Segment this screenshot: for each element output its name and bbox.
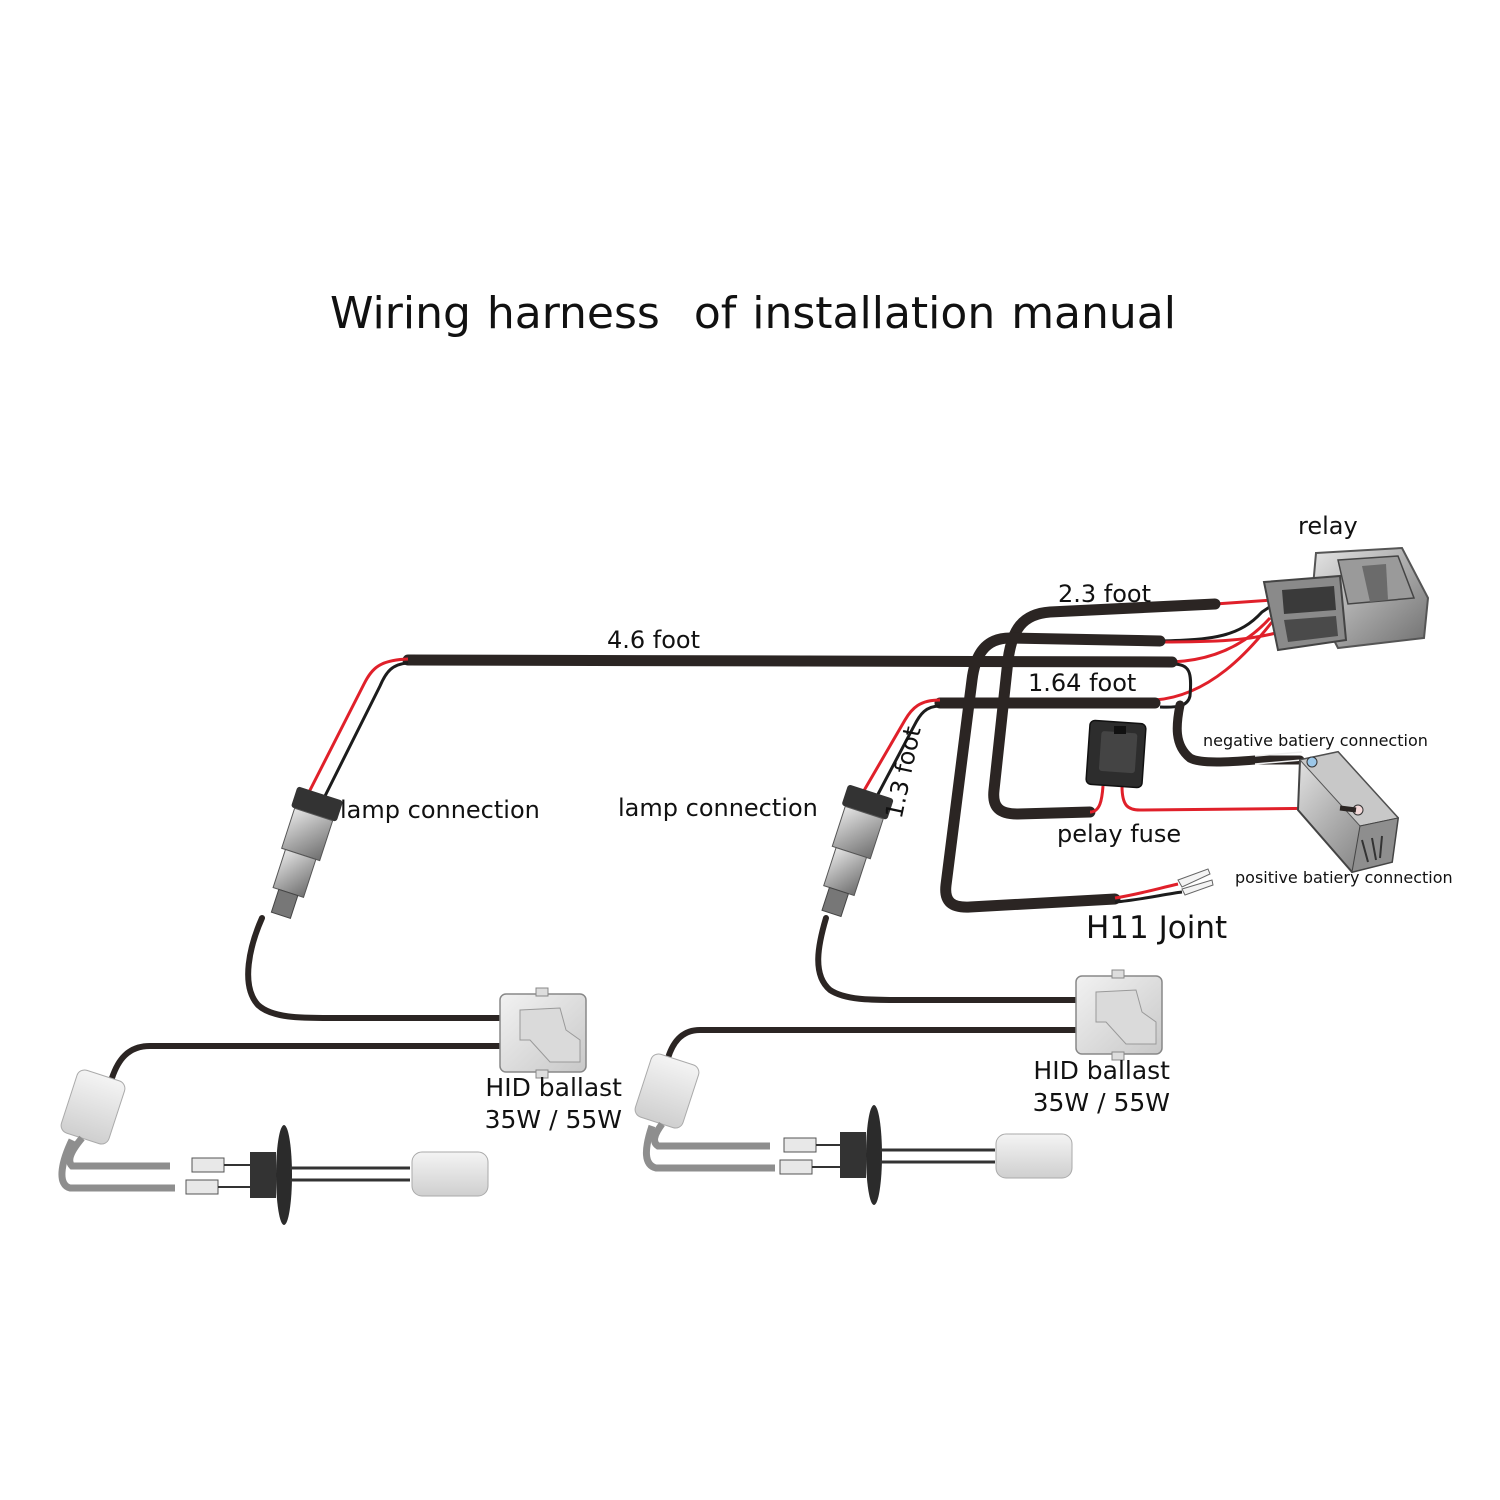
fuse-wires	[1089, 785, 1341, 814]
relay-icon	[1262, 546, 1430, 652]
title-part-1: Wiring harness	[330, 288, 660, 339]
relay-fuse-icon	[1085, 719, 1147, 789]
relay-fuse-label: pelay fuse	[1057, 820, 1182, 848]
ballast-left-power: 35W / 55W	[484, 1105, 622, 1134]
lamp-right-leads	[860, 698, 941, 799]
bulb-assembly-right	[634, 1053, 1073, 1205]
bulb-assembly-left	[58, 1069, 489, 1225]
h11-joint-label: H11 Joint	[1086, 910, 1228, 946]
lamp-connection-right-label: lamp connection	[618, 794, 818, 822]
wire-2-3-foot-label: 2.3 foot	[1058, 580, 1152, 608]
battery-icon	[1296, 750, 1400, 874]
ballast-left-icon	[499, 987, 587, 1079]
wire-1-64-foot-label: 1.64 foot	[1028, 669, 1137, 697]
h11-terminals	[1177, 868, 1214, 896]
cable-1-3-foot	[940, 632, 1166, 913]
ballast-right-name: HID ballast	[1033, 1056, 1170, 1085]
negative-battery-label: negative batiery connection	[1203, 731, 1428, 750]
ballast-right-power: 35W / 55W	[1032, 1088, 1170, 1117]
ballast-left-label: HID ballast 35W / 55W	[485, 1072, 622, 1136]
title-part-2: of installation manual	[693, 288, 1176, 339]
ballast-right-label: HID ballast 35W / 55W	[1033, 1055, 1170, 1119]
cable-negative-battery	[1172, 700, 1305, 767]
ballast-right-cables	[665, 915, 1079, 1061]
positive-battery-label: positive batiery connection	[1235, 868, 1453, 887]
page-title: Wiring harness of installation manual	[330, 288, 1176, 339]
lamp-connector-left-icon	[270, 786, 343, 920]
ballast-right-icon	[1075, 969, 1163, 1061]
lamp-connector-right-icon	[821, 785, 894, 918]
lamp-connection-left-label: lamp connection	[340, 796, 540, 824]
lamp-left-leads	[303, 657, 409, 803]
ballast-left-name: HID ballast	[485, 1073, 622, 1102]
relay-wires	[1154, 598, 1277, 709]
cable-4-6-foot	[402, 654, 1178, 668]
h11-leads	[1114, 882, 1183, 904]
ballast-left-cables	[109, 915, 503, 1081]
relay-label: relay	[1298, 512, 1358, 540]
wire-4-6-foot-label: 4.6 foot	[607, 626, 701, 654]
